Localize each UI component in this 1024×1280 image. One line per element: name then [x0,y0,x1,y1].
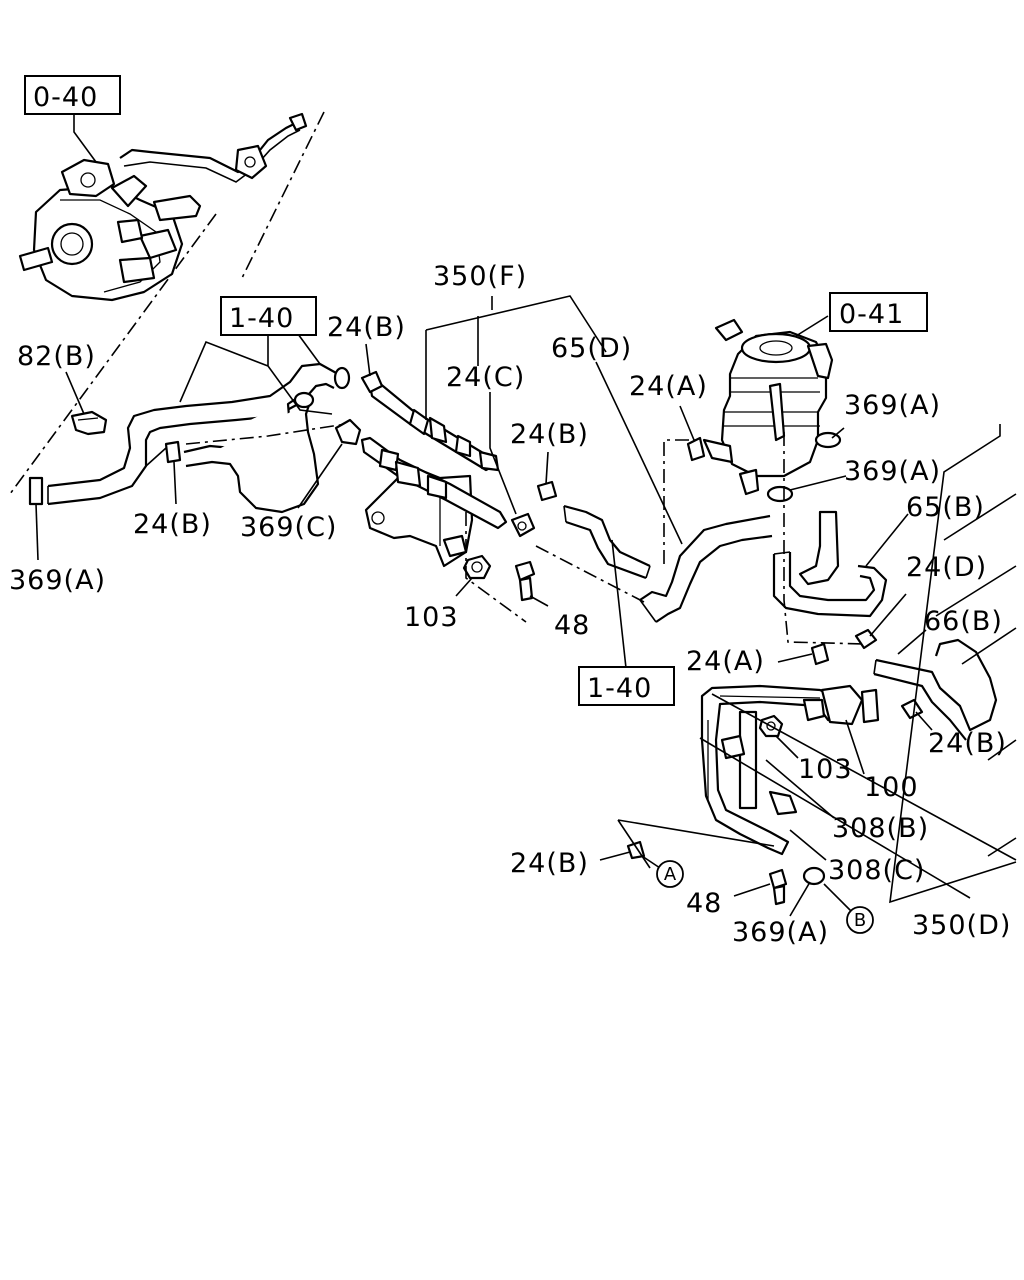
ref-box-1-40-left[interactable]: 1-40 [220,296,317,336]
bolt-48-center [514,560,536,602]
part-label-24a: 24(A) [629,371,708,402]
part-label-24d: 24(D) [906,552,987,583]
part-label-103: 103 [798,754,853,785]
clamp-369c [334,418,362,446]
part-label-82b: 82(B) [17,341,96,372]
part-label-24b: 24(B) [510,848,589,879]
marker-a-text: A [664,864,677,885]
ref-box-1-40-bottom-text: 1-40 [587,673,652,704]
projection-line [535,545,645,603]
clamp-369a-filter-2 [766,485,794,503]
ref-box-0-41-text: 0-41 [839,299,904,330]
clamp-24b-upper [360,370,384,394]
pipe-upper-350f [368,380,500,472]
part-label-369a: 369(A) [844,456,941,487]
projection-line [241,111,325,279]
clip-24b-left [145,440,182,467]
hose-65b [772,510,888,618]
part-label-66b: 66(B) [924,606,1003,637]
leader-350d-inner2 [699,737,971,899]
part-label-308c: 308(C) [828,855,925,886]
leader-350d [889,424,1017,904]
clamp-24b-mid [536,480,558,502]
leader-350d-inner [711,693,1017,861]
hose-66b [873,638,998,741]
part-label-24a: 24(A) [686,646,765,677]
return-hose-left-lower [183,391,320,514]
leader-0-40 [73,112,97,163]
connection-marker-a: A [656,860,684,888]
clip-24a-lower [810,642,830,666]
connection-marker-b: B [846,906,874,934]
ref-box-0-40-text: 0-40 [33,82,98,113]
part-label-65d: 65(D) [551,333,632,364]
part-label-48: 48 [554,610,590,641]
projection-line [465,512,527,623]
part-label-24b: 24(B) [928,728,1007,759]
part-label-350f: 350(F) [433,261,527,292]
projection-line [783,432,867,645]
leader-0-41 [795,315,829,337]
ref-box-1-40-bottom[interactable]: 1-40 [578,666,675,706]
projection-line [185,423,347,445]
part-label-308b: 308(B) [832,813,929,844]
part-label-103: 103 [404,602,459,633]
part-label-350d: 350(D) [912,910,1011,941]
part-label-24b: 24(B) [327,312,406,343]
fuel-injection-pump-drawing [18,112,308,302]
leader-350f [425,295,607,420]
part-label-24c: 24(C) [446,362,525,393]
part-label-369a: 369(A) [9,565,106,596]
ref-box-1-40-left-text: 1-40 [229,303,294,334]
clip-24a-filter [686,436,706,462]
clamp-369a-left [28,476,44,506]
leader-350d-ticks [935,493,1017,857]
part-label-369c: 369(C) [240,512,337,543]
clip-82b [70,410,108,436]
part-label-369a: 369(A) [732,917,829,948]
part-label-24b: 24(B) [133,509,212,540]
leader-lines [35,333,933,917]
projection-line [9,213,217,495]
marker-b-text: B [854,910,866,931]
ref-box-0-41[interactable]: 0-41 [829,292,928,332]
pipe-lower-350f [360,436,508,530]
part-label-369a: 369(A) [844,390,941,421]
part-label-48: 48 [686,888,722,919]
pipe-assembly-350d [700,684,880,856]
clamp-369a-lower [802,866,826,886]
fuel-filter [702,318,834,496]
bolt-48-lower [768,868,788,906]
part-label-100: 100 [864,772,919,803]
hose-65d [563,504,773,623]
ref-box-0-40-top[interactable]: 0-40 [24,75,121,115]
clamp-24c [510,512,536,538]
part-label-24b: 24(B) [510,419,589,450]
nut-103-center [462,554,492,580]
part-label-65b: 65(B) [906,492,985,523]
